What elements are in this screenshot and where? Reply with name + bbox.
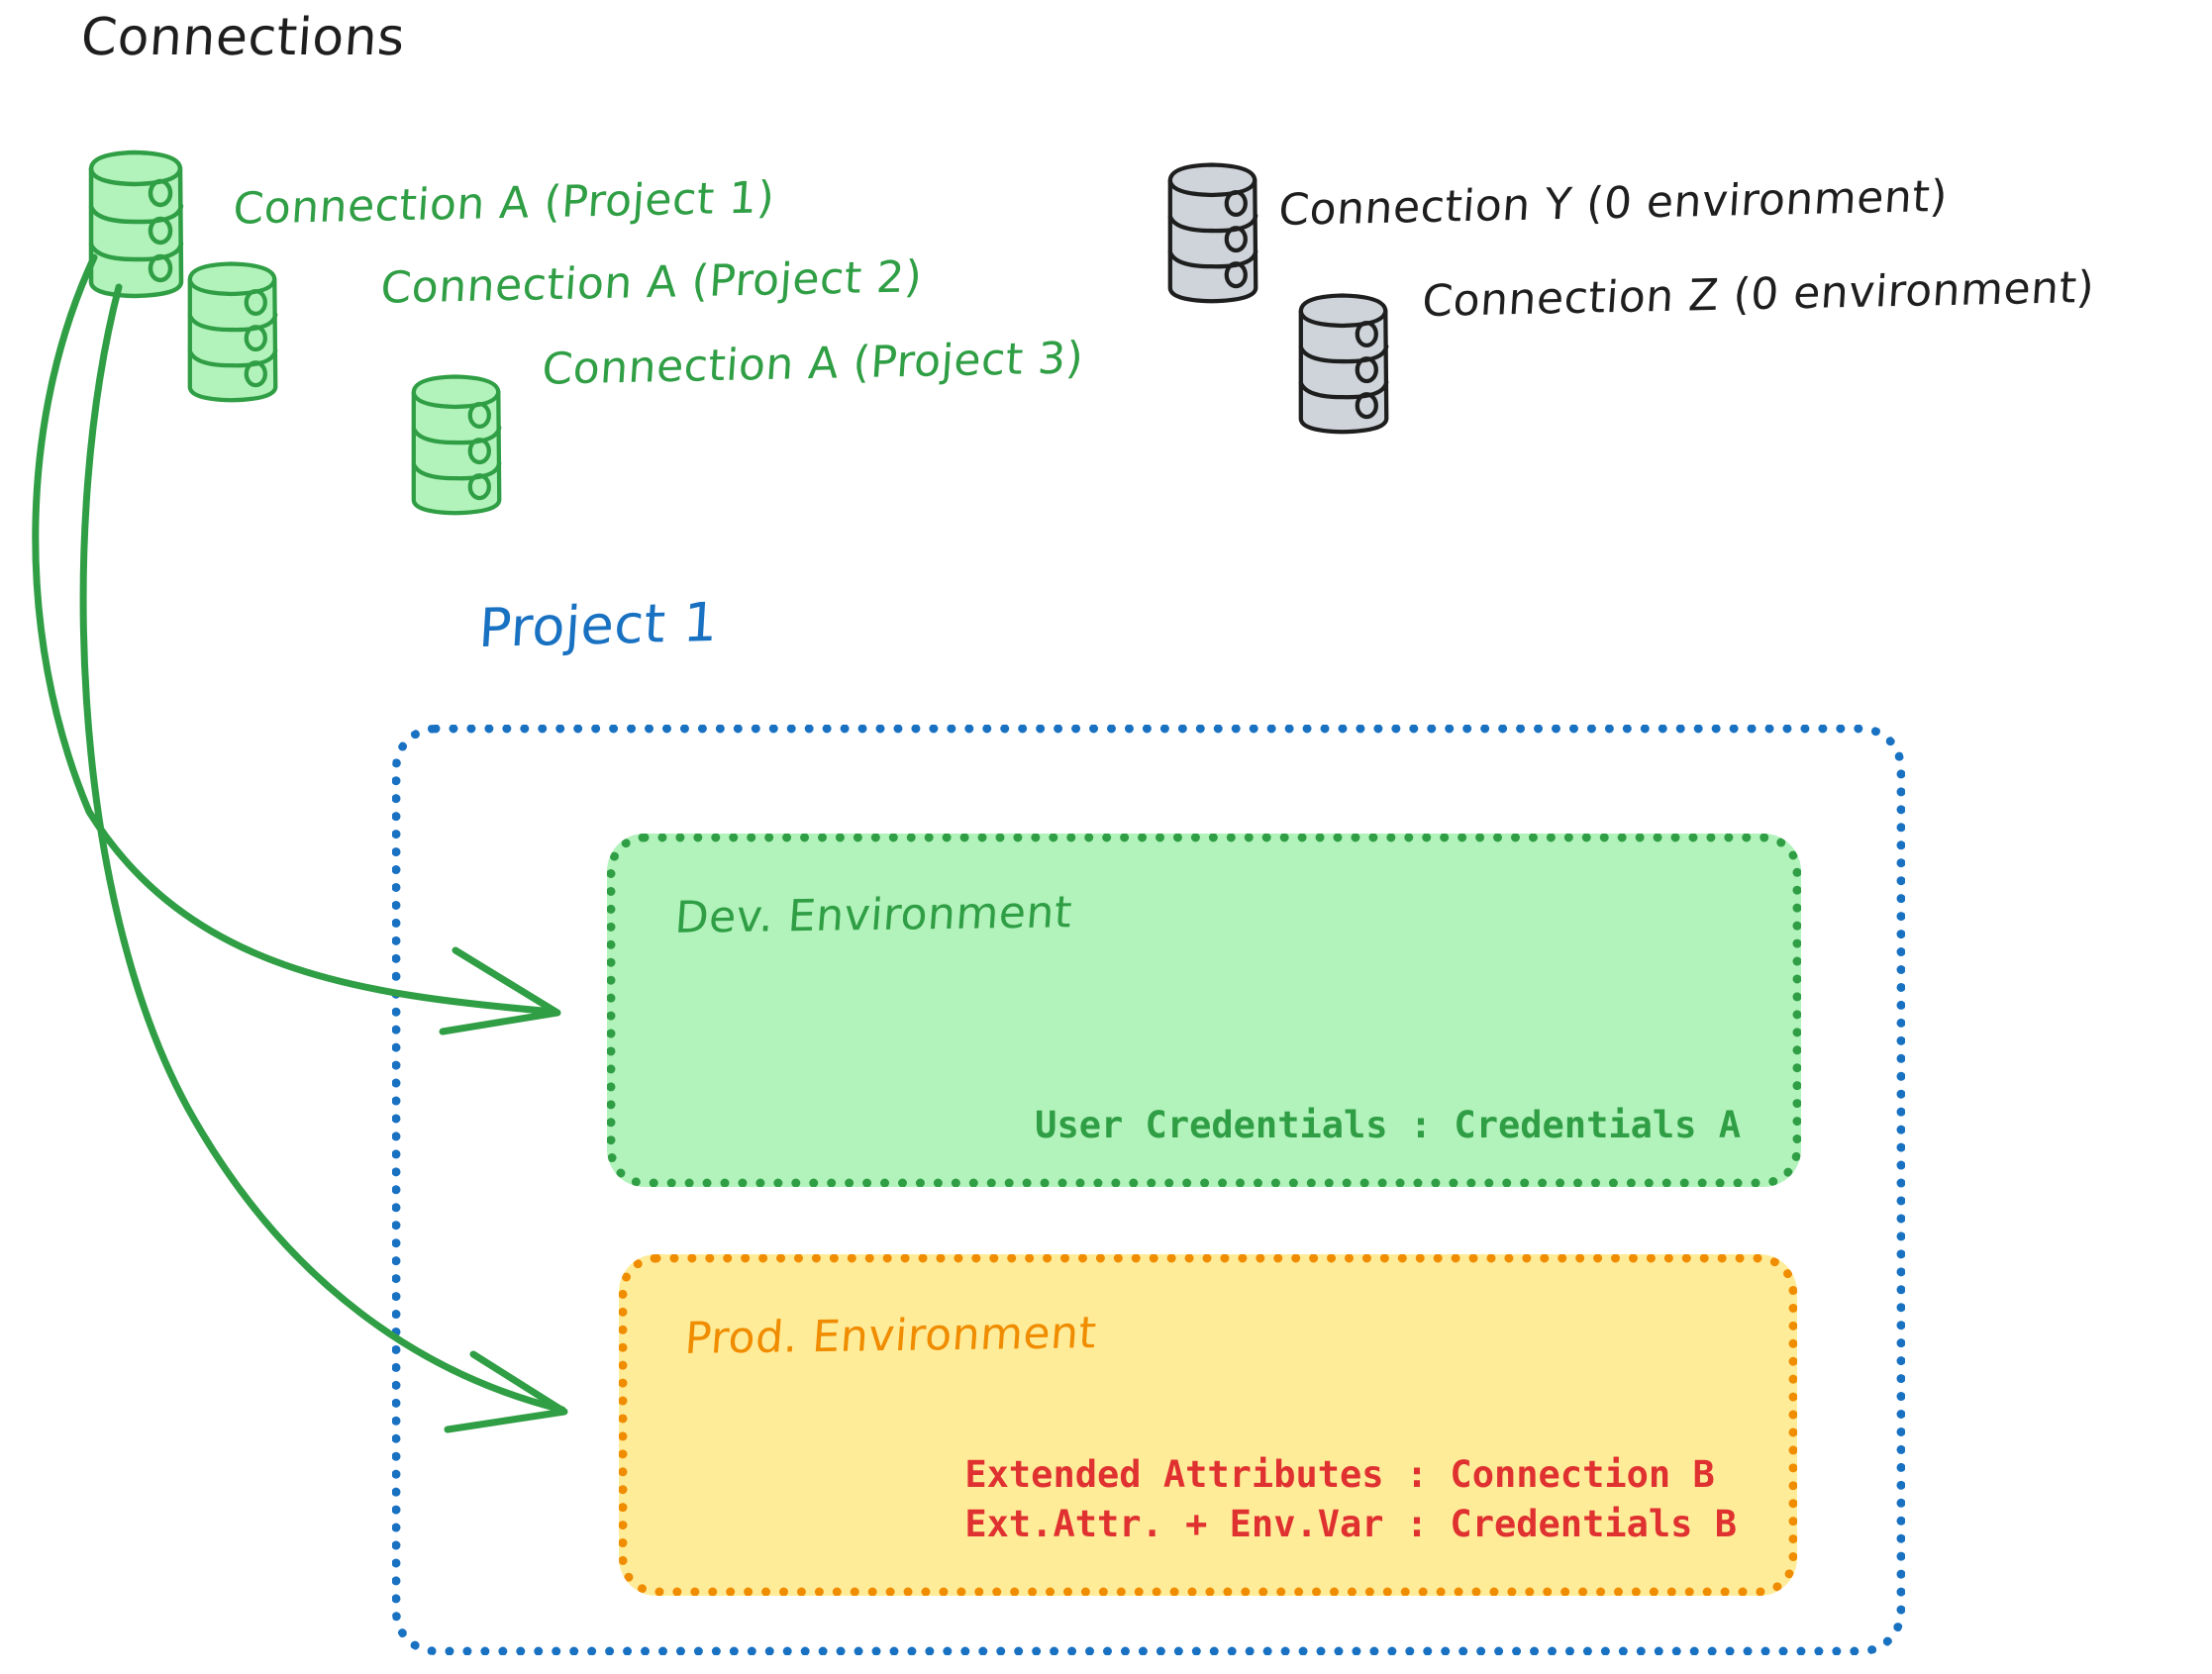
database-icon (400, 368, 514, 524)
project-container: Dev. Environment User Credentials : Cred… (392, 725, 1905, 1655)
prod-environment-rows: Extended Attributes : Connection B Ext.A… (964, 1450, 1737, 1549)
prod-environment-title: Prod. Environment (682, 1308, 1099, 1364)
connection-label-z: Connection Z (0 environment) (1420, 261, 2096, 328)
database-icon (176, 255, 290, 411)
page-title: Connections (78, 8, 407, 67)
dev-environment-title: Dev. Environment (672, 887, 1074, 943)
prod-row-ext-attr-env-var: Ext.Attr. + Env.Var : Credentials B (964, 1503, 1737, 1546)
dev-row-credentials: User Credentials : Credentials A (1035, 1104, 1741, 1147)
connection-label-a3: Connection A (Project 3) (540, 333, 1086, 395)
prod-row-extended-attributes: Extended Attributes : Connection B (964, 1453, 1715, 1497)
connection-label-y: Connection Y (0 environment) (1276, 170, 1950, 237)
dev-environment-rows: User Credentials : Credentials A (1035, 1101, 1741, 1150)
project-title: Project 1 (476, 590, 720, 660)
dev-environment-box: Dev. Environment User Credentials : Cred… (607, 834, 1801, 1187)
prod-environment-box: Prod. Environment Extended Attributes : … (619, 1254, 1797, 1596)
database-icon (1156, 156, 1270, 312)
connection-label-a1: Connection A (Project 1) (231, 172, 777, 235)
database-icon (1287, 287, 1401, 443)
connection-label-a2: Connection A (Project 2) (378, 251, 925, 314)
